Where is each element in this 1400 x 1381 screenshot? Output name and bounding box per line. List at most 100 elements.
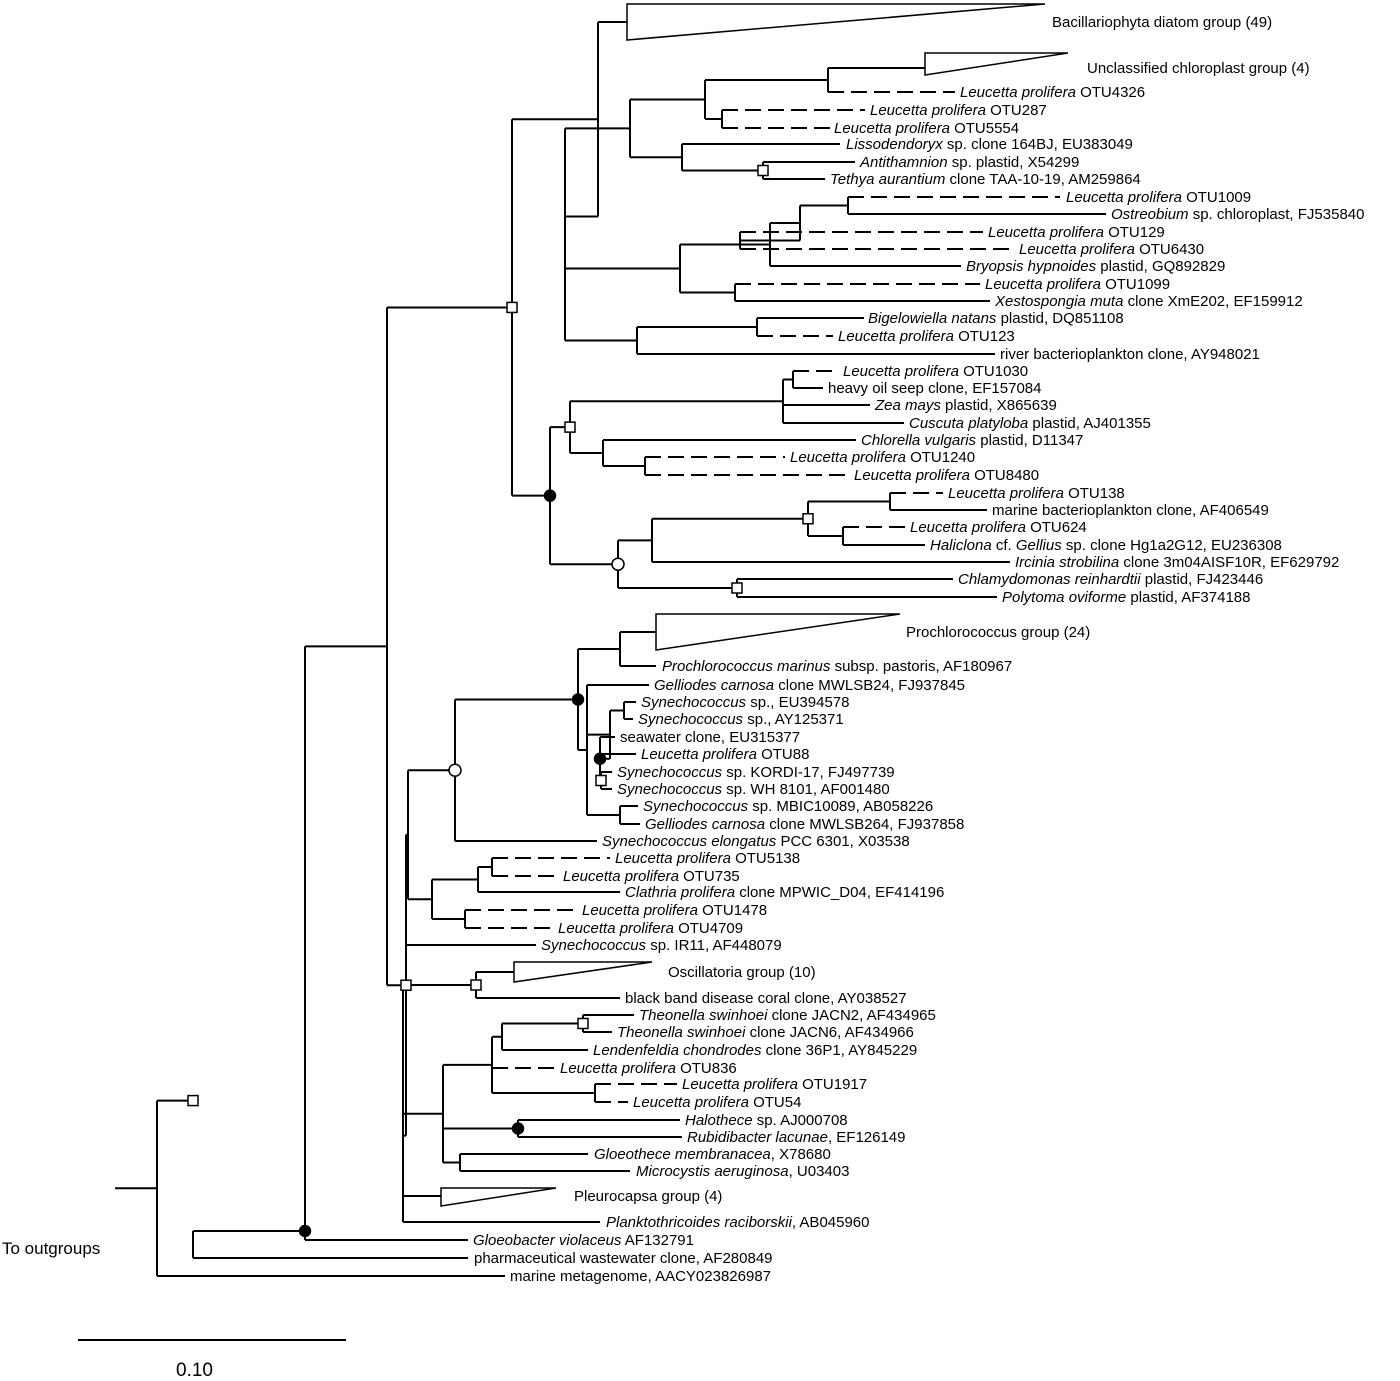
taxon-label: Lendenfeldia chondrodes clone 36P1, AY84…: [593, 1042, 917, 1059]
taxon-label: Gelliodes carnosa clone MWLSB264, FJ9378…: [645, 816, 964, 833]
taxon-label-part: Synechococcus: [617, 764, 723, 781]
taxon-label-part: Leucetta prolifera: [910, 519, 1026, 536]
taxon-label-part: seawater clone, EU315377: [620, 729, 800, 746]
taxon-label-part: Leucetta prolifera: [633, 1094, 749, 1111]
clade-label: Unclassified chloroplast group (4): [1087, 60, 1310, 77]
taxon-label-part: Theonella swinhoei: [617, 1024, 746, 1041]
taxon-label: Gelliodes carnosa clone MWLSB24, FJ93784…: [654, 677, 965, 694]
taxon-label-part: Unclassified chloroplast group (4): [1087, 60, 1310, 77]
taxon-label-part: Leucetta prolifera: [985, 276, 1101, 293]
taxon-label: black band disease coral clone, AY038527: [625, 990, 907, 1007]
taxon-label-part: Pleurocapsa group (4): [574, 1188, 722, 1205]
taxon-label-part: Bryopsis hypnoides: [966, 258, 1097, 275]
taxon-label-part: Haliclona: [930, 537, 992, 554]
taxon-label: Ostreobium sp. chloroplast, FJ535840: [1111, 206, 1364, 223]
clade-label: Bacillariophyta diatom group (49): [1052, 14, 1272, 31]
taxon-label-part: sp. clone 164BJ, EU383049: [943, 136, 1133, 153]
taxon-label-part: OTU5138: [731, 850, 800, 867]
taxon-label: Bigelowiella natans plastid, DQ851108: [868, 310, 1124, 327]
taxon-label-part: plastid, AJ401355: [1028, 415, 1151, 432]
taxon-label: Theonella swinhoei clone JACN6, AF434966: [617, 1024, 914, 1041]
taxon-label-part: marine metagenome, AACY023826987: [510, 1268, 771, 1285]
node-markers: [187, 164, 814, 1238]
taxon-label-part: OTU54: [749, 1094, 802, 1111]
root-label: To outgroups: [2, 1239, 100, 1258]
taxon-label-part: plastid, DQ851108: [996, 310, 1123, 327]
taxon-label-part: OTU1099: [1101, 276, 1170, 293]
clade-label: Prochlorococcus group (24): [906, 624, 1090, 641]
taxon-label-part: sp., EU394578: [746, 694, 849, 711]
taxon-label: Antithamnion sp. plastid, X54299: [859, 154, 1079, 171]
taxon-label: Haliclona cf. Gellius sp. clone Hg1a2G12…: [930, 537, 1282, 554]
taxon-label-part: Oscillatoria group (10): [668, 964, 816, 981]
taxon-label: Leucetta prolifera OTU138: [948, 485, 1125, 502]
clade-label: Oscillatoria group (10): [668, 964, 816, 981]
taxon-label: Planktothricoides raciborskii, AB045960: [606, 1214, 870, 1231]
taxon-label-part: sp. WH 8101, AF001480: [722, 781, 890, 798]
taxon-label: Clathria prolifera clone MPWIC_D04, EF41…: [625, 884, 944, 901]
taxon-label-part: Synechococcus: [643, 798, 749, 815]
taxon-label: Halothece sp. AJ000708: [685, 1112, 848, 1129]
taxon-label: Leucetta prolifera OTU836: [560, 1060, 737, 1077]
taxon-label-part: Gloeothece membranacea: [594, 1146, 771, 1163]
node-open-marker: [611, 557, 625, 571]
taxon-label: Bryopsis hypnoides plastid, GQ892829: [966, 258, 1225, 275]
taxon-label: Leucetta prolifera OTU6430: [1019, 241, 1204, 258]
taxon-label: Synechococcus sp. IR11, AF448079: [541, 937, 782, 954]
taxon-label: Synechococcus sp., AY125371: [638, 711, 844, 728]
taxon-label-part: sp. KORDI-17, FJ497739: [722, 764, 895, 781]
taxon-label: Leucetta prolifera OTU88: [641, 746, 809, 763]
taxon-label: Xestospongia muta clone XmE202, EF159912: [994, 293, 1303, 310]
taxon-label: Polytoma oviforme plastid, AF374188: [1002, 589, 1250, 606]
tip-labels: Bacillariophyta diatom group (49) Unclass…: [473, 14, 1364, 1285]
taxon-label-part: , X78680: [771, 1146, 831, 1163]
taxon-label-part: pharmaceutical wastewater clone, AF28084…: [474, 1250, 773, 1267]
node-square-marker: [802, 513, 814, 525]
taxon-label: Synechococcus sp. WH 8101, AF001480: [617, 781, 890, 798]
taxon-label-part: Clathria prolifera: [625, 884, 735, 901]
taxon-label-part: OTU1917: [798, 1076, 867, 1093]
taxon-label: Chlorella vulgaris plastid, D11347: [861, 432, 1083, 449]
taxon-label: Leucetta prolifera OTU1917: [682, 1076, 867, 1093]
taxon-label-part: Leucetta prolifera: [948, 485, 1064, 502]
taxon-label: Leucetta prolifera OTU4326: [960, 84, 1145, 101]
taxon-label-part: OTU129: [1104, 224, 1165, 241]
taxon-label: Synechococcus sp., EU394578: [641, 694, 849, 711]
taxon-label: Leucetta prolifera OTU4709: [558, 920, 743, 937]
taxon-label-part: Cuscuta platyloba: [909, 415, 1028, 432]
taxon-label-part: Chlamydomonas reinhardtii: [958, 571, 1141, 588]
taxon-label-part: cf.: [992, 537, 1016, 554]
taxon-label-part: Leucetta prolifera: [582, 902, 698, 919]
taxon-label-part: Bigelowiella natans: [868, 310, 997, 327]
taxon-label-part: Antithamnion: [859, 154, 948, 171]
taxon-label-part: Leucetta prolifera: [790, 449, 906, 466]
taxon-label-part: Leucetta prolifera: [988, 224, 1104, 241]
taxon-label: Leucetta prolifera OTU1478: [582, 902, 767, 919]
collapsed-clade-triangle: [440, 1187, 557, 1207]
taxon-label-part: plastid, FJ423446: [1141, 571, 1264, 588]
taxon-label: heavy oil seep clone, EF157084: [828, 380, 1041, 397]
node-square-marker: [577, 1017, 589, 1030]
node-square-marker: [731, 582, 743, 594]
taxon-label: Lissodendoryx sp. clone 164BJ, EU383049: [846, 136, 1133, 153]
taxon-label: Microcystis aeruginosa, U03403: [636, 1163, 849, 1180]
taxon-label-part: sp., AY125371: [743, 711, 844, 728]
taxon-label-part: , U03403: [789, 1163, 850, 1180]
taxon-label-part: , AB045960: [792, 1214, 870, 1231]
taxon-label-part: Leucetta prolifera: [843, 363, 959, 380]
node-filled-marker: [511, 1122, 525, 1135]
taxon-label: marine metagenome, AACY023826987: [510, 1268, 771, 1285]
taxon-label-part: OTU624: [1026, 519, 1087, 536]
taxon-label-part: Leucetta prolifera: [854, 467, 970, 484]
node-square-marker: [595, 774, 607, 787]
taxon-label-part: sp. chloroplast, FJ535840: [1189, 206, 1365, 223]
taxon-label-part: clone XmE202, EF159912: [1123, 293, 1302, 310]
node-square-marker: [187, 1094, 199, 1107]
taxon-label: Leucetta prolifera OTU5554: [834, 120, 1019, 137]
taxon-label: Leucetta prolifera OTU1030: [843, 363, 1028, 380]
taxon-label-part: sp. plastid, X54299: [948, 154, 1080, 171]
taxon-label-part: plastid, D11347: [976, 432, 1083, 449]
taxon-label: Tethya aurantium clone TAA-10-19, AM2598…: [830, 171, 1141, 188]
clade-label: Pleurocapsa group (4): [574, 1188, 722, 1205]
node-filled-marker: [593, 752, 607, 765]
